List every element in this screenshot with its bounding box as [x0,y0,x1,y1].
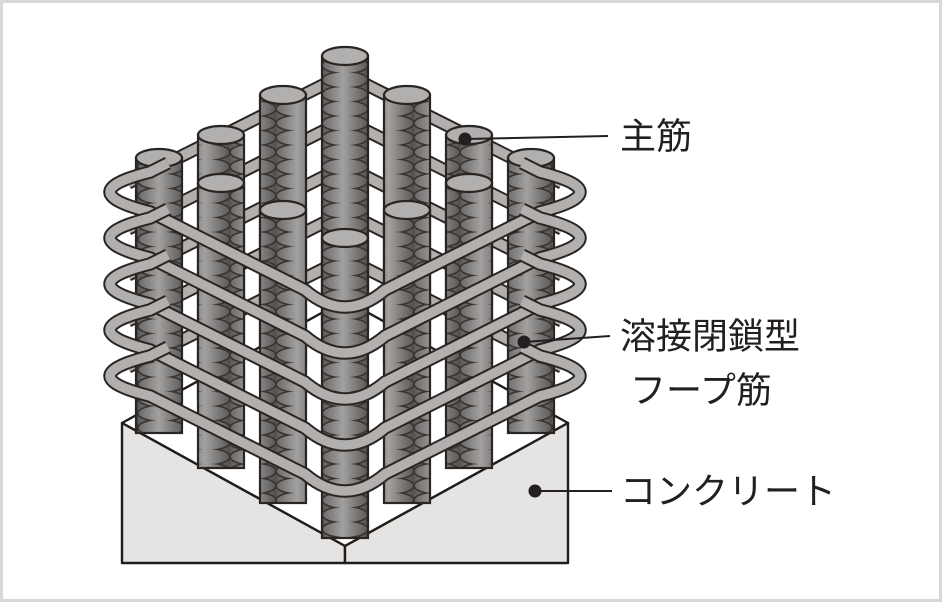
hoop-rings-front [103,156,587,498]
hoop-band [105,342,585,496]
hoop-band [105,158,585,312]
hoop-band [105,250,585,404]
hoop-ring-front [103,340,587,498]
rebar-top [258,84,308,106]
hoop-band [105,204,585,358]
concrete-label: コンクリート [620,471,836,512]
hoop-band [105,296,585,450]
annotation-concrete: コンクリート [528,471,836,512]
rebar-top [196,172,246,194]
concrete-right-face [343,421,570,565]
main-bar-dot [458,132,472,146]
annotations: 主筋 溶接閉鎖型 フープ筋 コンクリート [458,116,836,512]
main-bar-label: 主筋 [620,116,692,157]
hoop-leader-line [523,335,611,343]
annotation-hoop: 溶接閉鎖型 フープ筋 [517,316,800,411]
rebar-top [320,227,370,249]
hoop-label-line1: 溶接閉鎖型 [620,316,800,357]
hoop-label-line2: フープ筋 [630,370,772,411]
rebar-top [258,199,308,221]
main-bar-leader-line [464,135,609,140]
hoop-ring-front [103,156,587,314]
hoop-ring-front [103,294,587,452]
rebar-top [382,84,432,106]
hoop-ring-front [103,248,587,406]
rebar-top [444,172,494,194]
rebar-top [320,45,370,67]
rebar-top [196,124,246,146]
rebar-top [382,199,432,221]
hoop-ring-front [103,202,587,360]
concrete-dot [528,484,542,498]
hoop-dot [517,335,531,349]
annotation-main-bar: 主筋 [458,116,692,157]
